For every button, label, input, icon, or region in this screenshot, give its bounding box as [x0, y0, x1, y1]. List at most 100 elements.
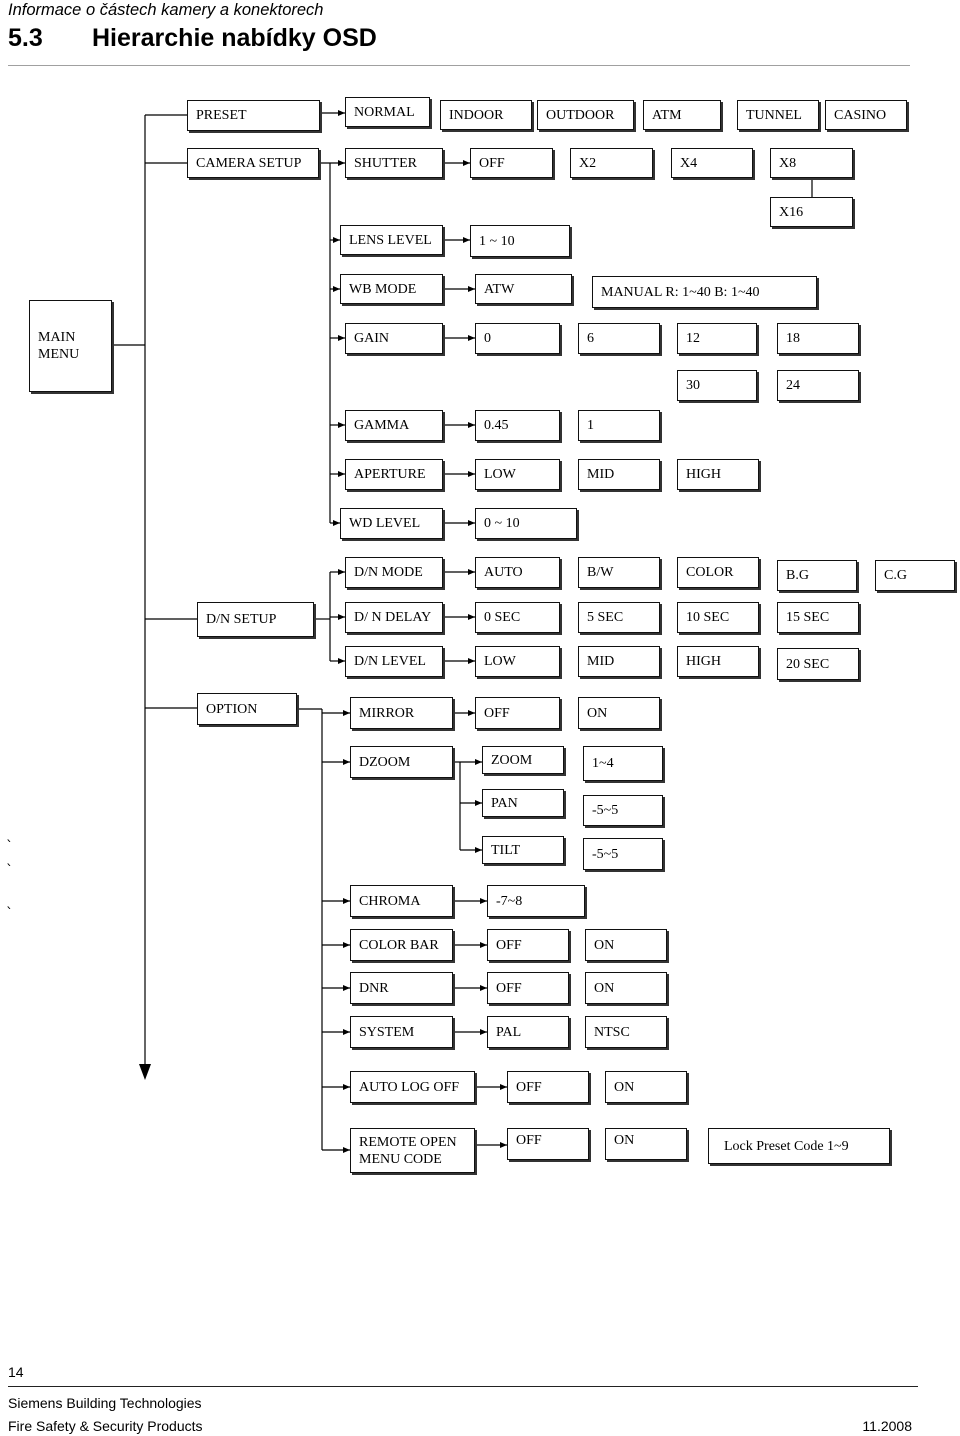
submenu-tilt: TILT — [482, 836, 564, 864]
menu-camera-setup: CAMERA SETUP — [187, 148, 319, 178]
option-chroma-range: -7~8 — [487, 885, 585, 917]
section-number: 5.3 — [8, 24, 43, 52]
submenu-wd-level: WD LEVEL — [340, 508, 443, 539]
option-mirror-on: ON — [578, 697, 660, 729]
submenu-dn-level: D/N LEVEL — [345, 646, 443, 677]
option-gain-18: 18 — [777, 323, 859, 354]
submenu-gamma: GAMMA — [345, 410, 443, 441]
option-dn-level-high: HIGH — [677, 646, 759, 677]
footer-date: 11.2008 — [862, 1418, 912, 1434]
option-system-ntsc: NTSC — [585, 1016, 667, 1048]
footer-division: Fire Safety & Security Products — [8, 1418, 203, 1434]
menu-option: OPTION — [197, 693, 297, 725]
option-dnr-on: ON — [585, 972, 667, 1004]
submenu-dnr: DNR — [350, 972, 453, 1004]
trunk-arrowhead — [139, 1064, 151, 1080]
option-aperture-mid: MID — [578, 459, 660, 490]
option-lock-preset-code: Lock Preset Code 1~9 — [708, 1128, 890, 1164]
submenu-gain: GAIN — [345, 323, 443, 354]
menu-dn-setup: D/N SETUP — [197, 602, 314, 637]
main-menu-line2: MENU — [38, 347, 80, 362]
option-shutter-x4: X4 — [671, 148, 753, 178]
option-delay-20: 20 SEC — [777, 648, 859, 680]
submenu-auto-log-off: AUTO LOG OFF — [350, 1071, 475, 1103]
option-shutter-off: OFF — [470, 148, 553, 178]
option-dnr-off: OFF — [487, 972, 569, 1004]
submenu-dn-mode: D/N MODE — [345, 557, 443, 588]
main-menu-line1: MAIN — [38, 330, 76, 345]
submenu-pan: PAN — [482, 789, 564, 817]
submenu-chroma: CHROMA — [350, 885, 453, 917]
header-rule — [8, 65, 910, 66]
option-remote-off: OFF — [507, 1128, 589, 1160]
option-wb-manual: MANUAL R: 1~40 B: 1~40 — [592, 276, 817, 308]
submenu-aperture: APERTURE — [345, 459, 443, 490]
submenu-lens-level: LENS LEVEL — [340, 225, 443, 255]
section-title: Hierarchie nabídky OSD — [92, 24, 377, 52]
option-dn-bw: B/W — [578, 557, 660, 588]
submenu-zoom: ZOOM — [482, 746, 564, 774]
remote-open-line2: MENU CODE — [359, 1151, 442, 1167]
option-pan-range: -5~5 — [583, 795, 663, 826]
option-aperture-high: HIGH — [677, 459, 759, 490]
option-system-pal: PAL — [487, 1016, 569, 1048]
footer-company: Siemens Building Technologies — [8, 1395, 202, 1411]
chapter-title: Informace o částech kamery a konektorech — [8, 1, 324, 19]
footer-rule — [8, 1386, 918, 1387]
submenu-mirror: MIRROR — [350, 697, 453, 729]
option-dn-level-mid: MID — [578, 646, 660, 677]
menu-preset: PRESET — [187, 100, 320, 131]
option-outdoor: OUTDOOR — [537, 100, 634, 130]
option-wb-atw: ATW — [475, 274, 572, 304]
option-gain-30: 30 — [677, 370, 757, 401]
option-tunnel: TUNNEL — [737, 100, 819, 130]
option-mirror-off: OFF — [475, 697, 560, 729]
option-delay-10: 10 SEC — [677, 602, 759, 633]
margin-mark: ˋ — [6, 863, 13, 879]
option-gain-0: 0 — [475, 323, 560, 354]
option-atm: ATM — [643, 100, 721, 130]
submenu-shutter: SHUTTER — [345, 148, 443, 178]
option-wd-level-range: 0 ~ 10 — [475, 508, 577, 539]
option-lens-level-range: 1 ~ 10 — [470, 225, 570, 257]
option-delay-0: 0 SEC — [475, 602, 560, 633]
option-gamma-045: 0.45 — [475, 410, 560, 441]
option-gain-12: 12 — [677, 323, 757, 354]
option-indoor: INDOOR — [440, 100, 532, 130]
option-normal: NORMAL — [345, 97, 430, 127]
option-delay-5: 5 SEC — [578, 602, 660, 633]
option-gamma-1: 1 — [578, 410, 660, 441]
option-auto-log-off-on: ON — [605, 1071, 687, 1103]
option-dn-bg: B.G — [777, 560, 857, 591]
option-delay-15: 15 SEC — [777, 602, 859, 633]
margin-mark: ˋ — [6, 839, 13, 855]
submenu-remote-open-menu-code: REMOTE OPEN MENU CODE — [350, 1128, 475, 1173]
option-dn-auto: AUTO — [475, 557, 560, 588]
option-tilt-range: -5~5 — [583, 838, 663, 870]
option-remote-on: ON — [605, 1128, 687, 1160]
option-shutter-x2: X2 — [570, 148, 653, 178]
option-gain-6: 6 — [578, 323, 660, 354]
submenu-dzoom: DZOOM — [350, 746, 453, 778]
option-dn-cg: C.G — [875, 560, 955, 591]
submenu-system: SYSTEM — [350, 1016, 453, 1048]
option-shutter-x16: X16 — [770, 197, 853, 227]
option-color-bar-off: OFF — [487, 929, 569, 961]
main-menu-box: MAIN MENU — [29, 300, 112, 392]
option-auto-log-off-off: OFF — [507, 1071, 589, 1103]
remote-open-line1: REMOTE OPEN — [359, 1134, 457, 1150]
submenu-dn-delay: D/ N DELAY — [345, 602, 443, 633]
page-number: 14 — [8, 1364, 24, 1380]
option-casino: CASINO — [825, 100, 907, 130]
margin-mark: ˋ — [6, 906, 13, 922]
option-dn-level-low: LOW — [475, 646, 560, 677]
option-color-bar-on: ON — [585, 929, 667, 961]
option-shutter-x8: X8 — [770, 148, 853, 178]
option-zoom-range: 1~4 — [583, 746, 663, 781]
option-gain-24: 24 — [777, 370, 859, 401]
submenu-color-bar: COLOR BAR — [350, 929, 453, 961]
option-aperture-low: LOW — [475, 459, 560, 490]
option-dn-color: COLOR — [677, 557, 759, 588]
submenu-wb-mode: WB MODE — [340, 274, 443, 304]
